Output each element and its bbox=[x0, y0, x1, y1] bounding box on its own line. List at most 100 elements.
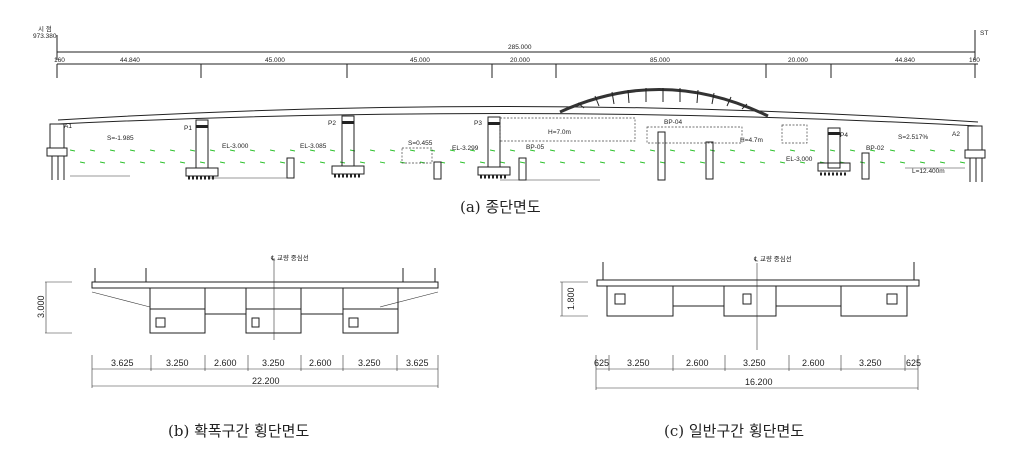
boring-label: BP-04 bbox=[664, 119, 682, 126]
ground-mark bbox=[269, 149, 276, 152]
ground-mark bbox=[659, 161, 666, 164]
span-label: 20.000 bbox=[510, 57, 530, 64]
ground-mark bbox=[489, 149, 496, 152]
ground-mark bbox=[159, 161, 166, 164]
ground-mark bbox=[109, 149, 116, 152]
slope-label: S=-1.985 bbox=[107, 135, 134, 142]
ground-mark bbox=[169, 149, 176, 152]
ground-mark bbox=[369, 149, 376, 152]
water-area-box bbox=[499, 117, 636, 142]
ground-mark bbox=[459, 161, 466, 164]
ground-mark bbox=[949, 149, 956, 152]
ground-mark bbox=[429, 149, 436, 152]
ground-mark bbox=[199, 161, 206, 164]
ground-mark bbox=[119, 161, 126, 164]
centerline-label: ℄ 교량 중심선 bbox=[270, 253, 309, 262]
pier-tag: P3 bbox=[474, 120, 482, 127]
dim-label: 3.625 bbox=[406, 358, 429, 368]
level-label: EL-3.000 bbox=[222, 143, 249, 150]
ground-mark bbox=[889, 149, 896, 152]
ground-mark bbox=[449, 149, 456, 152]
ground-mark bbox=[899, 161, 906, 164]
ground-mark bbox=[829, 149, 836, 152]
dim-label: 3.250 bbox=[743, 358, 766, 368]
span-label: 85.000 bbox=[650, 57, 670, 64]
dim-label: 3.250 bbox=[859, 358, 882, 368]
ground-mark bbox=[569, 149, 576, 152]
ground-mark bbox=[359, 161, 366, 164]
span-label: 45.000 bbox=[410, 57, 430, 64]
ground-mark bbox=[189, 149, 196, 152]
ground-mark bbox=[699, 161, 706, 164]
ground-mark bbox=[249, 149, 256, 152]
ground-mark bbox=[809, 149, 816, 152]
pier-tag: P1 bbox=[184, 125, 192, 132]
deck-top bbox=[57, 105, 979, 123]
slope-label: S=0.455 bbox=[408, 140, 433, 147]
ground-mark bbox=[279, 161, 286, 164]
ground-mark bbox=[729, 149, 736, 152]
ground-mark bbox=[779, 161, 786, 164]
ground-mark bbox=[749, 149, 756, 152]
ground-mark bbox=[309, 149, 316, 152]
length-note: L=12.400m bbox=[912, 168, 945, 175]
ground-mark bbox=[129, 149, 136, 152]
ground-mark bbox=[799, 161, 806, 164]
ground-mark bbox=[609, 149, 616, 152]
dim-label: 2.600 bbox=[802, 358, 825, 368]
total-width: 16.200 bbox=[745, 377, 773, 387]
pier-tag: A1 bbox=[64, 123, 72, 130]
boring-label: BP-05 bbox=[526, 144, 544, 151]
deck-slab bbox=[91, 281, 439, 289]
ground-mark bbox=[739, 161, 746, 164]
cross-section-general: 1.800 ℄ 교량 중심선 625 3.250 2.600 3.250 2.6… bbox=[560, 254, 921, 440]
ground-mark bbox=[219, 161, 226, 164]
ground-mark bbox=[179, 161, 186, 164]
ground-mark bbox=[239, 161, 246, 164]
level-label: EL-3.000 bbox=[786, 156, 813, 163]
cross-section-widened: 3.000 ℄ 교량 중심선 3.625 3.250 2.600 3.250 2… bbox=[36, 253, 439, 440]
height-label: 1.800 bbox=[566, 287, 576, 310]
ground-mark bbox=[719, 161, 726, 164]
ground-mark bbox=[549, 149, 556, 152]
ground-mark bbox=[389, 149, 396, 152]
ground-mark bbox=[589, 149, 596, 152]
ground-mark bbox=[769, 149, 776, 152]
deck-bottom bbox=[57, 112, 979, 127]
ground-mark bbox=[139, 161, 146, 164]
arch bbox=[559, 87, 769, 118]
dim-label: 2.600 bbox=[309, 358, 332, 368]
ground-mark bbox=[479, 161, 486, 164]
dim-label: 3.250 bbox=[627, 358, 650, 368]
ground-mark bbox=[399, 161, 406, 164]
ground-mark bbox=[909, 149, 916, 152]
ground-mark bbox=[289, 149, 296, 152]
ground-mark bbox=[679, 161, 686, 164]
dim-label: 2.600 bbox=[686, 358, 709, 368]
dim-label: 625 bbox=[594, 358, 609, 368]
span-label: 20.000 bbox=[788, 57, 808, 64]
boring-bp04: BP-04 bbox=[657, 119, 682, 181]
ground-mark bbox=[89, 149, 96, 152]
level-label: EL-3.299 bbox=[452, 145, 479, 152]
dim-label: 3.250 bbox=[358, 358, 381, 368]
ground-mark bbox=[619, 161, 626, 164]
ground-mark bbox=[499, 161, 506, 164]
pier-tag: P4 bbox=[840, 132, 848, 139]
ground-mark bbox=[929, 149, 936, 152]
ground-mark bbox=[209, 149, 216, 152]
boring-bp02: BP-02 bbox=[861, 145, 884, 180]
longitudinal-elevation: 시 점 973.380 ST 285.000 160 44.840 45.000… bbox=[33, 25, 988, 216]
ground-mark bbox=[919, 161, 926, 164]
dim-label: 625 bbox=[906, 358, 921, 368]
ground-mark bbox=[409, 149, 416, 152]
dim-label: 3.250 bbox=[262, 358, 285, 368]
ground-mark bbox=[599, 161, 606, 164]
centerline-label: ℄ 교량 중심선 bbox=[753, 254, 792, 263]
pier-tag: A2 bbox=[952, 131, 960, 138]
ground-mark bbox=[469, 149, 476, 152]
ground-mark bbox=[379, 161, 386, 164]
total-width: 22.200 bbox=[252, 376, 280, 386]
caption-elevation: (a) 종단면도 bbox=[460, 198, 541, 216]
caption-section-c: (c) 일반구간 횡단면도 bbox=[664, 422, 804, 440]
